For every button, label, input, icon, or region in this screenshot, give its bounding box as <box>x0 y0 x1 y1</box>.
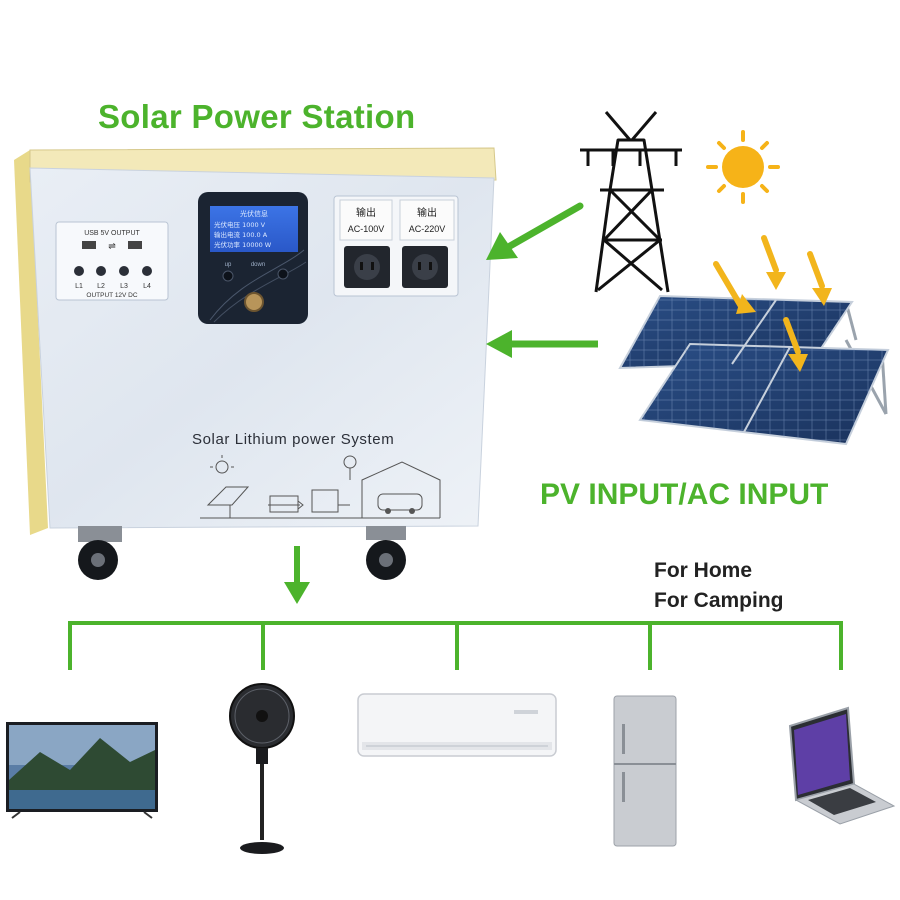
outlet-label: 输出 <box>417 206 437 219</box>
control-display: 光伏信息 光伏电压 1000 V 输出电流 100.0 A 光伏功率 10000… <box>198 192 308 324</box>
dc-port-label: L3 <box>120 283 128 290</box>
usage-home: For Home <box>654 559 753 582</box>
distribution-bus <box>68 621 843 670</box>
dc-port[interactable] <box>142 266 152 276</box>
fan-icon <box>229 683 295 854</box>
power-button[interactable] <box>244 292 264 312</box>
fridge-icon <box>613 695 677 847</box>
mini-battery-icon <box>269 495 299 513</box>
outlet-voltage: AC-220V <box>409 224 446 234</box>
dc-port-label: L1 <box>75 283 83 290</box>
down-label: down <box>251 262 265 268</box>
page-title: Solar Power Station <box>98 98 416 135</box>
system-label: Solar Lithium power System <box>192 431 394 448</box>
dc-port[interactable] <box>119 266 129 276</box>
dc-port[interactable] <box>96 266 106 276</box>
sunlight-arrows <box>713 235 832 372</box>
usb-port[interactable] <box>128 241 142 249</box>
outlet-panel: 输出 AC-100V 输出 AC-220V <box>333 195 459 297</box>
dc-port-label: L2 <box>97 283 105 290</box>
outlet-voltage: AC-100V <box>348 224 385 234</box>
mini-flow-arrows <box>268 500 350 510</box>
sun-icon <box>706 130 780 204</box>
mini-garage-icon <box>361 461 441 518</box>
mini-inverter-icon <box>311 489 339 513</box>
power-station: USB 5V OUTPUT ⇌ L1 L2 L3 L4 OUTPUT 12V D… <box>14 147 497 580</box>
air-conditioner-icon <box>357 693 557 757</box>
station-side <box>14 150 48 535</box>
lcd-line: 光伏信息 <box>240 209 268 218</box>
down-button[interactable] <box>277 268 289 280</box>
usb-label: USB 5V OUTPUT <box>84 230 140 237</box>
usb-icon: ⇌ <box>108 241 116 251</box>
lcd-line: 输出电流 100.0 A <box>214 230 268 239</box>
wheel <box>78 526 122 580</box>
lcd-line: 光伏电压 1000 V <box>214 220 266 229</box>
grid-input-arrow <box>486 202 584 260</box>
dc-label: OUTPUT 12V DC <box>86 292 137 299</box>
output-arrow <box>284 546 310 604</box>
pylon-icon <box>580 111 682 293</box>
mini-sun-icon <box>210 455 234 474</box>
outlet-label: 输出 <box>356 206 376 219</box>
pv-input-arrow <box>486 330 598 358</box>
wheel <box>366 526 406 580</box>
lcd-screen <box>210 206 298 252</box>
up-label: up <box>225 262 232 268</box>
solar-panel-icon <box>618 294 890 446</box>
up-button[interactable] <box>222 270 234 282</box>
dc-port-label: L4 <box>143 283 151 290</box>
laptop-icon <box>788 706 896 825</box>
usb-port[interactable] <box>82 241 96 249</box>
input-label: PV INPUT/AC INPUT <box>540 478 829 511</box>
usage-camping: For Camping <box>654 589 784 612</box>
tv-icon <box>6 722 158 819</box>
mini-panel-icon <box>206 486 250 518</box>
usb-dc-panel: USB 5V OUTPUT ⇌ L1 L2 L3 L4 OUTPUT 12V D… <box>55 221 169 301</box>
mini-bulb-icon <box>343 455 357 480</box>
lcd-line: 光伏功率 10000 W <box>214 240 272 249</box>
dc-port[interactable] <box>74 266 84 276</box>
usage-text: For Home For Camping <box>654 556 784 616</box>
